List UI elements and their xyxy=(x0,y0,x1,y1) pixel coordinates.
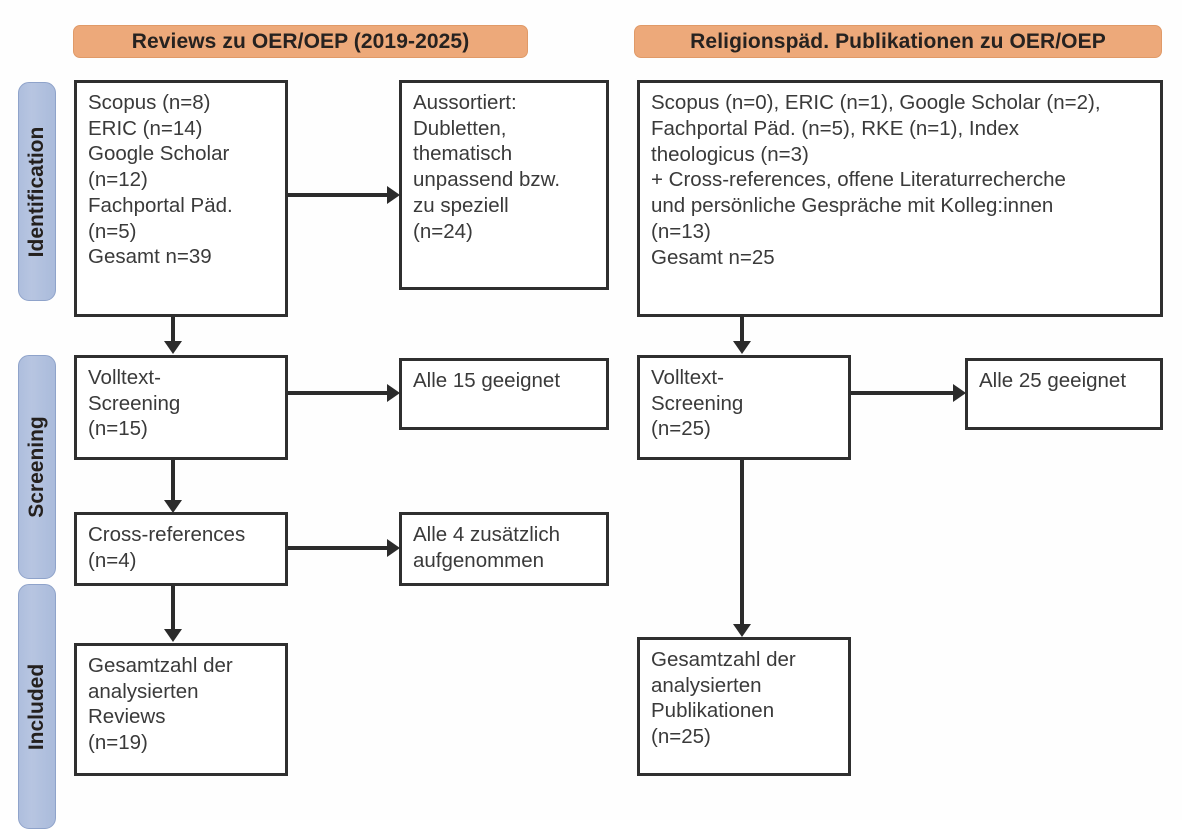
stage-bar-identification: Identification xyxy=(18,82,56,301)
stage-bar-included: Included xyxy=(18,584,56,829)
box-left-screening-result: Alle 15 geeignet xyxy=(399,358,609,430)
arrowhead-left-screening-to-crossrefs xyxy=(164,500,182,513)
stage-label-identification: Identification xyxy=(25,126,48,257)
connector-left-crossrefs-to-result xyxy=(288,546,388,550)
box-left-identification-sources: Scopus (n=8) ERIC (n=14) Google Scholar … xyxy=(74,80,288,317)
box-right-identification-sources: Scopus (n=0), ERIC (n=1), Google Scholar… xyxy=(637,80,1163,317)
arrowhead-left-ident-to-screening xyxy=(164,341,182,354)
stage-label-included: Included xyxy=(25,663,48,750)
connector-right-ident-to-screening xyxy=(740,317,744,345)
box-right-screening-result: Alle 25 geeignet xyxy=(965,358,1163,430)
connector-left-ident-to-screening xyxy=(171,317,175,345)
arrowhead-right-screening-to-result xyxy=(953,384,966,402)
column-header-right: Religionspäd. Publikationen zu OER/OEP xyxy=(634,25,1162,58)
box-left-fulltext-screening: Volltext- Screening (n=15) xyxy=(74,355,288,460)
connector-left-screening-to-result xyxy=(288,391,388,395)
connector-left-ident-to-excluded xyxy=(288,193,388,197)
box-right-fulltext-screening: Volltext- Screening (n=25) xyxy=(637,355,851,460)
arrowhead-left-screening-to-result xyxy=(387,384,400,402)
arrowhead-left-ident-to-excluded xyxy=(387,186,400,204)
arrowhead-left-crossrefs-to-result xyxy=(387,539,400,557)
connector-right-screening-to-result xyxy=(851,391,954,395)
arrowhead-left-crossrefs-to-included xyxy=(164,629,182,642)
box-left-excluded: Aussortiert: Dubletten, thematisch unpas… xyxy=(399,80,609,290)
stage-bar-screening: Screening xyxy=(18,355,56,579)
arrowhead-right-ident-to-screening xyxy=(733,341,751,354)
stage-label-screening: Screening xyxy=(25,416,48,518)
box-left-crossreferences-result: Alle 4 zusätzlich aufgenommen xyxy=(399,512,609,586)
column-header-left: Reviews zu OER/OEP (2019-2025) xyxy=(73,25,528,58)
connector-right-screening-to-included xyxy=(740,460,744,628)
arrowhead-right-screening-to-included xyxy=(733,624,751,637)
box-left-included-total: Gesamtzahl der analysierten Reviews (n=1… xyxy=(74,643,288,776)
connector-left-screening-to-crossrefs xyxy=(171,460,175,504)
box-left-crossreferences: Cross-references (n=4) xyxy=(74,512,288,586)
box-right-included-total: Gesamtzahl der analysierten Publikatione… xyxy=(637,637,851,776)
connector-left-crossrefs-to-included xyxy=(171,586,175,633)
